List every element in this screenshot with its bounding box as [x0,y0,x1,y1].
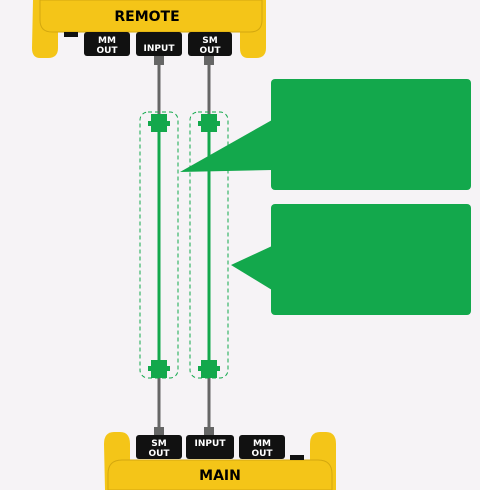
remote-port-input: INPUT [136,32,182,56]
main-device: MAIN SM OUT INPUT MM OUT [104,432,336,490]
main-side-tab [290,455,304,460]
callout-1-pointer [180,120,272,172]
cable-right-bottom-connector [198,360,220,378]
remote-port-mm-out-line2: OUT [96,46,118,56]
cable-left-top-connector [148,114,170,132]
main-port-input: INPUT [186,435,234,459]
main-body [107,459,333,490]
cable-left-top-plug [154,56,164,65]
remote-port-sm-out-line1: SM [202,36,217,46]
cable-right [189,56,229,436]
callout-1-box [271,79,471,190]
main-port-input-line1: INPUT [195,439,227,449]
cable-right-dashed-outline [189,111,229,379]
cable-right-top-connector [198,114,220,132]
callout-1 [180,79,471,190]
main-port-sm-out-line2: OUT [148,449,170,459]
cable-left-bottom-connector [148,360,170,378]
callout-2 [231,204,471,315]
remote-port-mm-out-line1: MM [98,36,116,46]
main-port-mm-out: MM OUT [239,435,285,459]
cable-left-bottom-plug [154,427,164,436]
remote-port-input-line1: INPUT [144,44,176,54]
cable-right-bottom-plug [204,427,214,436]
remote-title: REMOTE [114,9,179,25]
remote-device: REMOTE MM OUT INPUT SM OUT [32,0,266,58]
remote-port-sm-out: SM OUT [188,32,232,56]
remote-body [39,0,263,33]
callout-2-box [271,204,471,315]
cable-left [139,56,179,436]
remote-port-mm-out: MM OUT [84,32,130,56]
main-title: MAIN [199,468,241,484]
remote-port-sm-out-line2: OUT [199,46,221,56]
main-port-sm-out-line1: SM [151,439,166,449]
callout-2-pointer [231,246,272,290]
main-port-mm-out-line1: MM [253,439,271,449]
cable-left-dashed-outline [139,111,179,379]
remote-side-tab [64,32,78,37]
main-port-sm-out: SM OUT [136,435,182,459]
cable-right-top-plug [204,56,214,65]
main-port-mm-out-line2: OUT [251,449,273,459]
